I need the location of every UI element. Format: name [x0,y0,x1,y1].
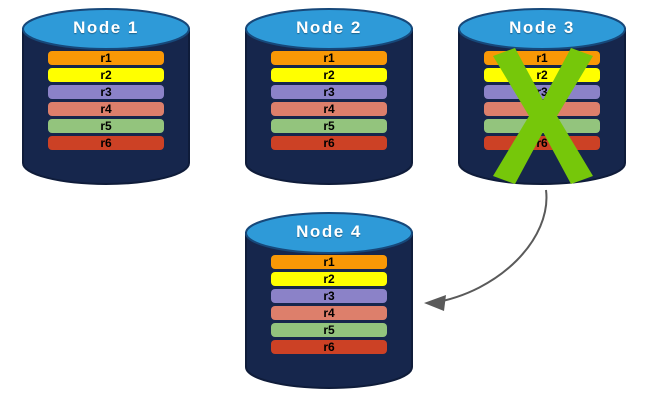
node-3-row-r5[interactable]: r5 [484,119,600,133]
failover-arrow-line [431,189,548,304]
node-1-row-r1[interactable]: r1 [48,51,164,65]
node-1-row-r5[interactable]: r5 [48,119,164,133]
node-2-rows: r1 r2 r3 r4 r5 r6 [245,51,413,150]
node-2-row-r5[interactable]: r5 [271,119,387,133]
node-2-row-r3[interactable]: r3 [271,85,387,99]
node-1-top-ellipse [22,8,190,50]
node-3-row-r3[interactable]: r3 [484,85,600,99]
node-4-row-r2[interactable]: r2 [271,272,387,286]
node-1-row-r3[interactable]: r3 [48,85,164,99]
node-2-row-r6[interactable]: r6 [271,136,387,150]
node-1-row-r6[interactable]: r6 [48,136,164,150]
node-4-top-ellipse [245,212,413,254]
node-2-row-r2[interactable]: r2 [271,68,387,82]
node-4-row-r5[interactable]: r5 [271,323,387,337]
node-2-row-r1[interactable]: r1 [271,51,387,65]
failover-arrow-head-icon [424,295,446,311]
node-4-row-r1[interactable]: r1 [271,255,387,269]
node-4-rows: r1 r2 r3 r4 r5 r6 [245,255,413,354]
node-3-row-r1[interactable]: r1 [484,51,600,65]
node-4-row-r6[interactable]: r6 [271,340,387,354]
node-3-rows: r1 r2 r3 r4 r5 r6 [458,51,626,150]
node-2-top-ellipse [245,8,413,50]
node-1-row-r4[interactable]: r4 [48,102,164,116]
node-3-row-r2[interactable]: r2 [484,68,600,82]
node-1-row-r2[interactable]: r2 [48,68,164,82]
node-2-row-r4[interactable]: r4 [271,102,387,116]
node-4-row-r3[interactable]: r3 [271,289,387,303]
node-3-top-ellipse [458,8,626,50]
node-1-rows: r1 r2 r3 r4 r5 r6 [22,51,190,150]
node-3-row-r6[interactable]: r6 [484,136,600,150]
node-3-row-r4[interactable]: r4 [484,102,600,116]
node-4-row-r4[interactable]: r4 [271,306,387,320]
